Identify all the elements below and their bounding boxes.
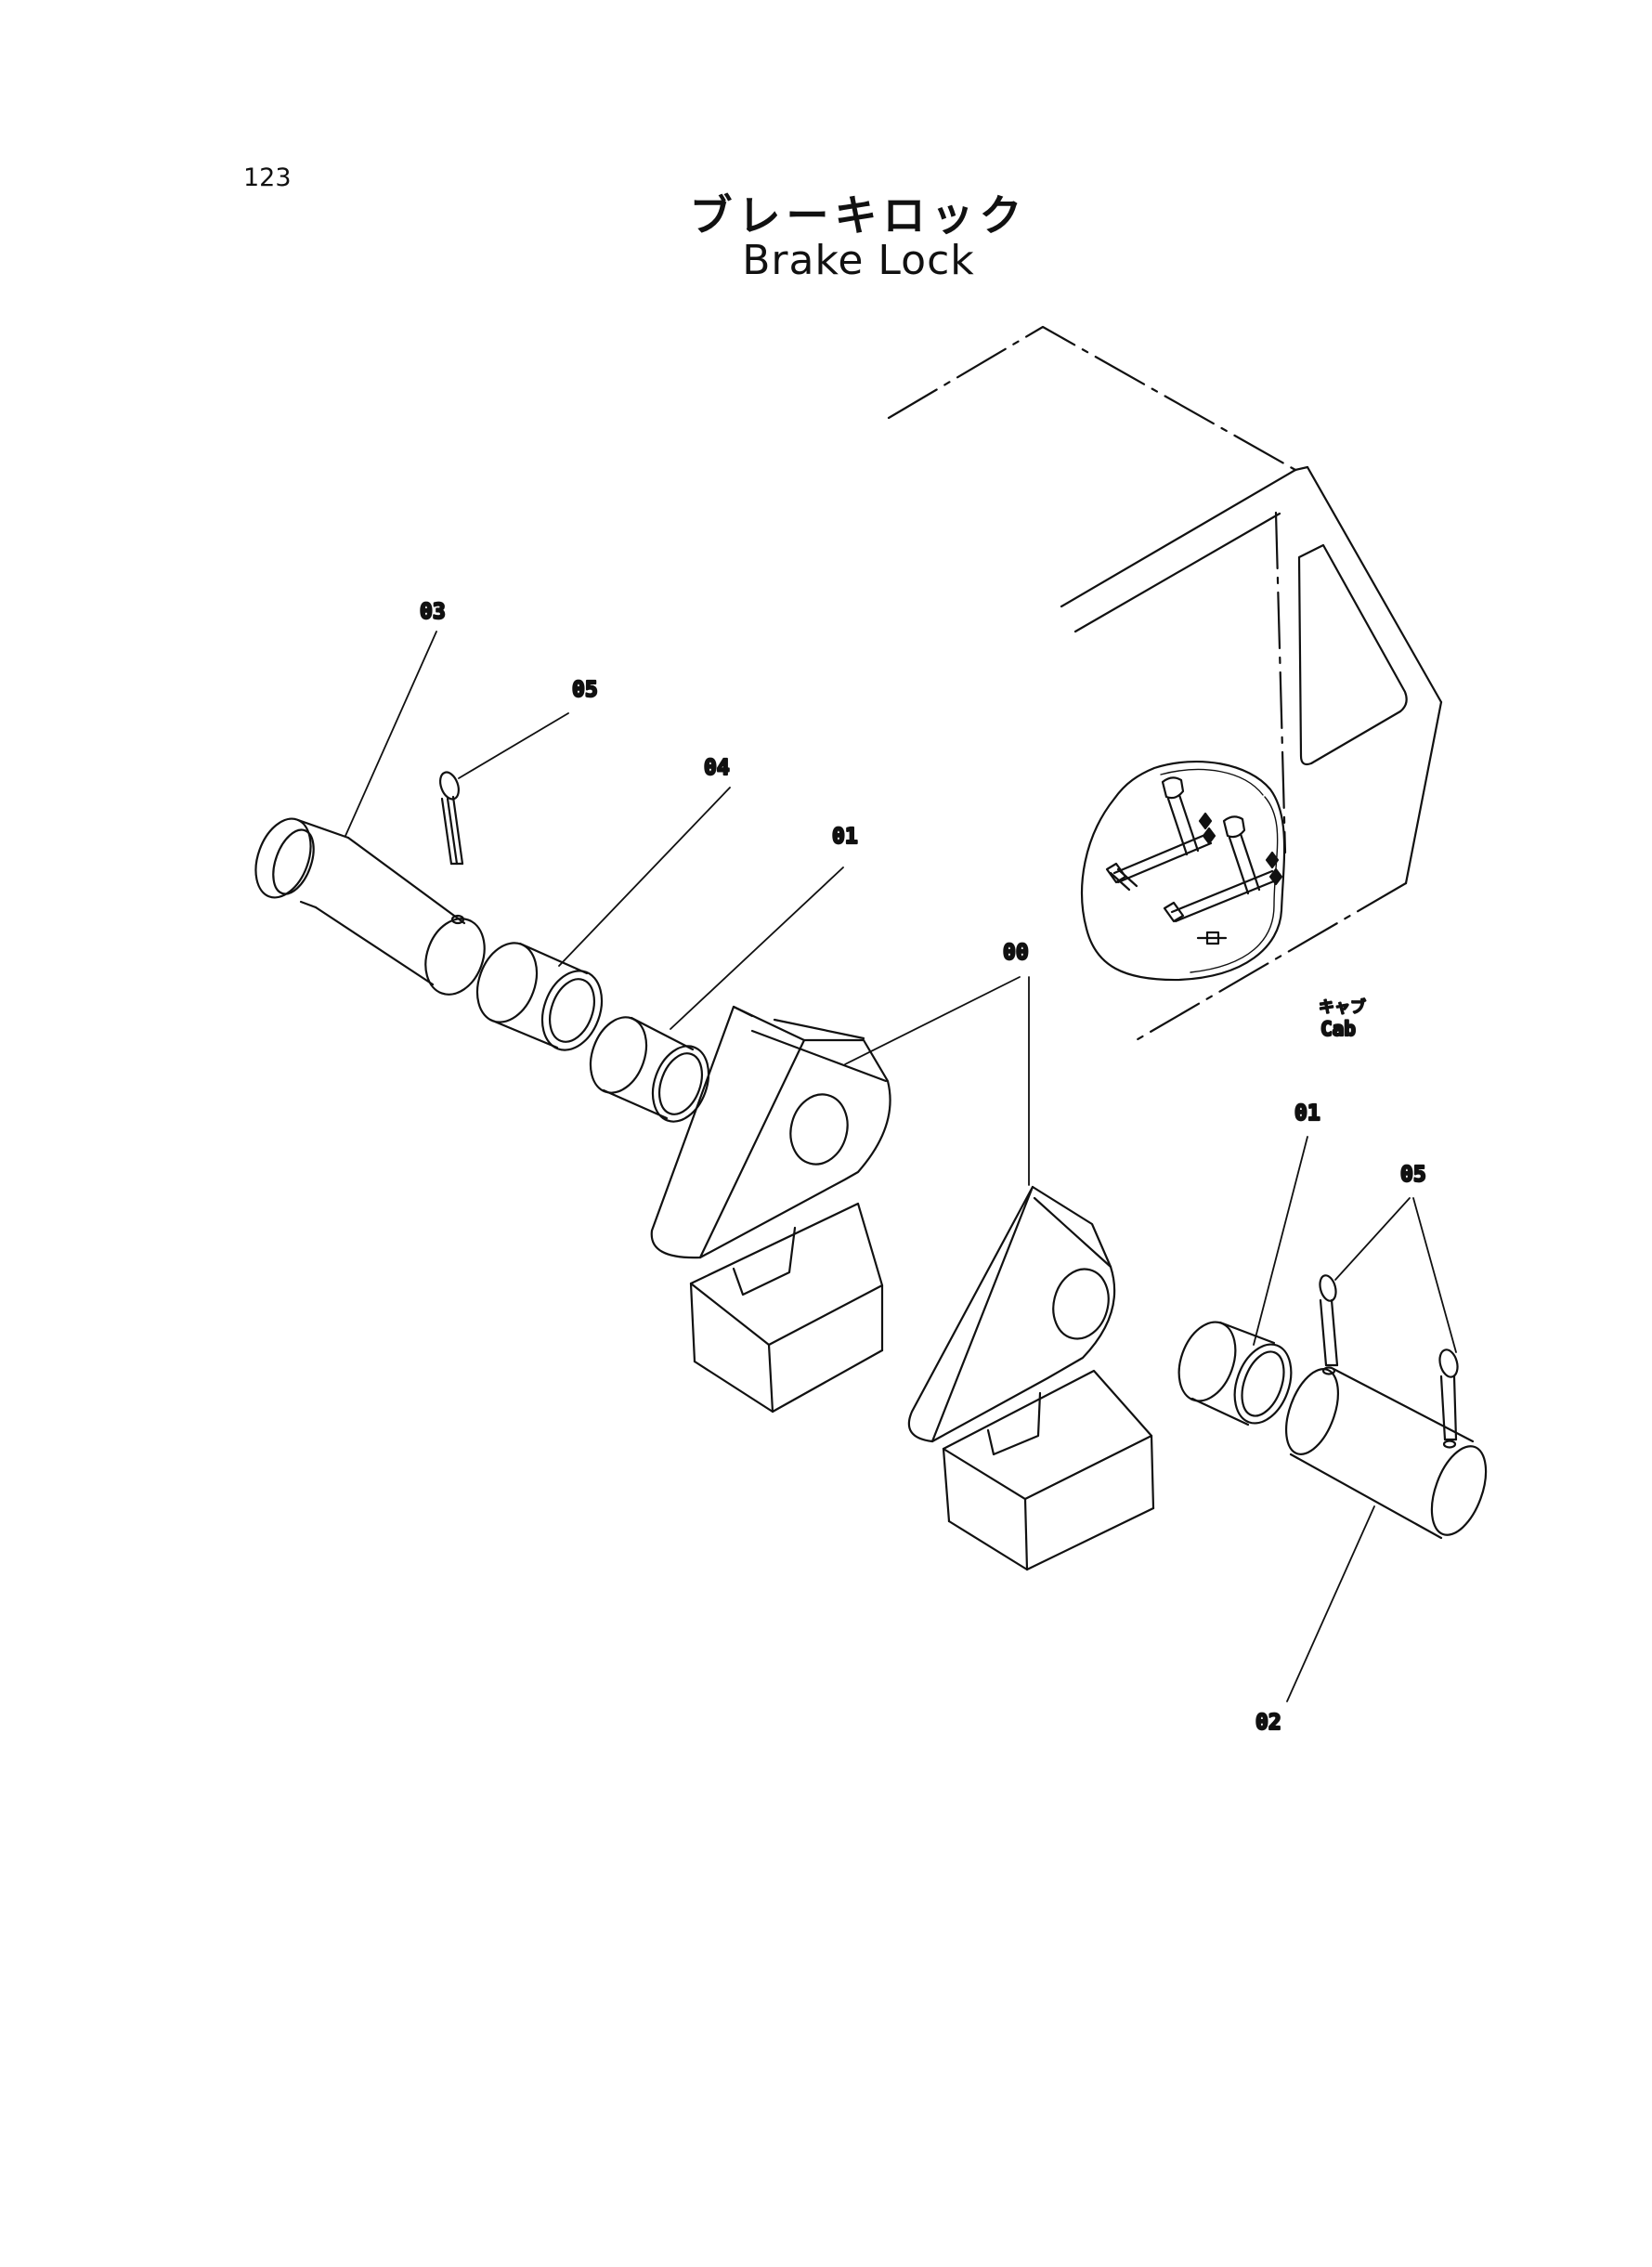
part-02-pin xyxy=(1285,1366,1488,1540)
callout-03: 03 xyxy=(420,600,446,624)
part-01-bushing-upper xyxy=(589,1016,710,1123)
part-00-bracket-left xyxy=(650,1005,891,1414)
part-04-bushing xyxy=(475,942,604,1051)
part-05-cotter-pins-lower xyxy=(1319,1274,1459,1441)
part-05-cotter-pin-upper xyxy=(439,771,464,866)
title-english: Brake Lock xyxy=(742,237,975,284)
callout-01-upper: 01 xyxy=(832,825,858,849)
cab-label-japanese: キャブ xyxy=(1319,997,1366,1017)
callout-01-lower: 01 xyxy=(1294,1101,1320,1126)
cab-outline xyxy=(887,325,1443,1044)
page-number: 123 xyxy=(243,163,292,192)
part-00-bracket-right xyxy=(907,1185,1155,1571)
callout-05-lower: 05 xyxy=(1400,1163,1426,1187)
part-03-pin xyxy=(254,817,486,996)
callout-04: 04 xyxy=(704,756,730,780)
callout-00: 00 xyxy=(1003,941,1029,965)
part-01-bushing-lower xyxy=(1177,1321,1293,1427)
callout-02: 02 xyxy=(1255,1711,1281,1735)
cab-label-english: Cab xyxy=(1320,1018,1356,1040)
title-japanese: ブレーキロック xyxy=(689,190,1028,241)
leader-lines xyxy=(345,631,1457,1702)
callout-05-upper: 05 xyxy=(572,678,598,702)
cab-detail-inset xyxy=(1081,760,1286,982)
